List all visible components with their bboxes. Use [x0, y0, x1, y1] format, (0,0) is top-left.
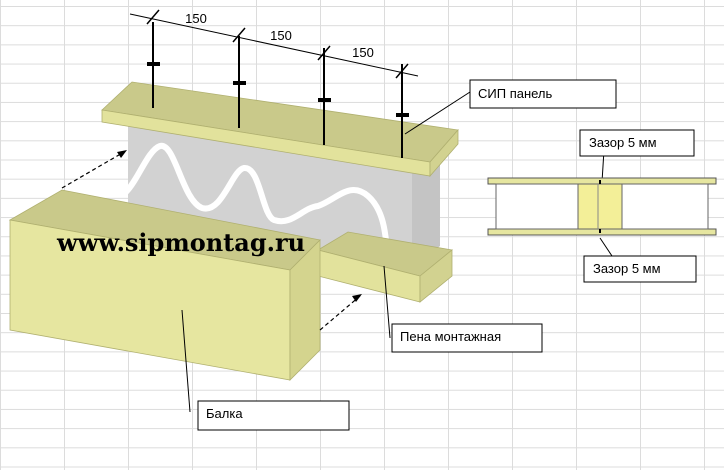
svg-text:Балка: Балка: [206, 406, 243, 421]
dimension-1: 150: [185, 11, 207, 26]
svg-text:СИП панель: СИП панель: [478, 86, 553, 101]
foam-line: [123, 143, 389, 243]
insertion-arrows: [61, 151, 361, 331]
arrow-head-2: [352, 294, 362, 302]
screws: [147, 22, 409, 158]
callout-gap-bottom: Зазор 5 мм: [583, 255, 697, 283]
leader-lines: [181, 91, 613, 413]
svg-text:Пена монтажная: Пена монтажная: [400, 329, 501, 344]
beam: [8, 189, 321, 381]
dimension-3: 150: [352, 45, 374, 60]
callout-gap-top: Зазор 5 мм: [579, 129, 695, 157]
panel-core: [128, 118, 440, 268]
callout-sip-panel: СИП панель: [469, 79, 617, 109]
svg-text:Зазор 5 мм: Зазор 5 мм: [589, 135, 657, 150]
dimension-2: 150: [270, 28, 292, 43]
watermark: www.sipmontag.ru: [56, 228, 305, 257]
callout-foam: Пена монтажная: [391, 323, 543, 353]
section-view: [487, 177, 717, 236]
arrow-head-1: [117, 150, 127, 158]
top-sip-plate: [101, 81, 459, 178]
callout-beam: Балка: [197, 400, 350, 431]
svg-text:Зазор 5 мм: Зазор 5 мм: [593, 261, 661, 276]
dimension-line: [129, 9, 419, 79]
